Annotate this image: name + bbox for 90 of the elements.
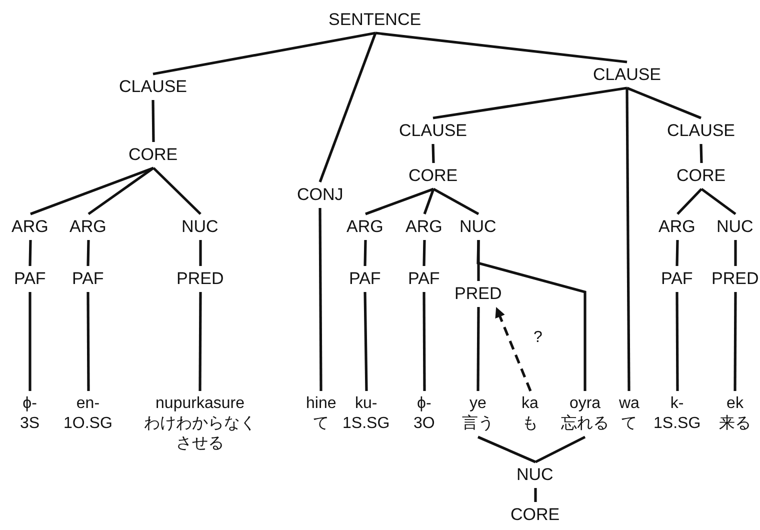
tree-branch [152, 100, 155, 142]
node-label: CORE [408, 166, 458, 186]
tree-branch [88, 166, 154, 216]
node-label: PAF [72, 269, 104, 289]
tree-branch [534, 488, 537, 502]
tree-branch [477, 436, 536, 464]
node-label: PAF [14, 269, 46, 289]
node-label: PAF [349, 269, 381, 289]
tree-branch [318, 32, 377, 182]
node-label: NUC [460, 217, 496, 237]
gloss-label: 3O [414, 414, 435, 434]
node-label: ka [522, 394, 538, 414]
node-label: PRED [712, 269, 759, 289]
node-label: CLAUSE [119, 77, 188, 97]
tree-branch [28, 240, 32, 266]
node-label: CORE [510, 505, 560, 525]
node-label: CORE [128, 145, 178, 165]
tree-branch [626, 86, 702, 120]
tree-branch [152, 32, 376, 76]
tree-branch [30, 166, 154, 216]
node-label: wa [619, 394, 640, 414]
tree-branch [676, 188, 702, 215]
node-label: ek [726, 394, 744, 414]
gloss-label: 3S [20, 414, 40, 434]
node-label: PAF [661, 269, 693, 289]
tree-branch [626, 88, 630, 391]
gloss-label: 忘れる [561, 414, 609, 434]
gloss-label: 1S.SG [342, 414, 390, 434]
tree-branch [375, 32, 628, 64]
arrow [495, 307, 532, 392]
node-label: SENTENCE [328, 10, 422, 30]
node-label: en- [75, 394, 101, 414]
tree-branch [676, 292, 679, 391]
node-label: ϕ- [416, 394, 432, 414]
tree-branch [28, 292, 32, 391]
tree-branch [198, 292, 202, 391]
node-label: ARG [70, 217, 106, 237]
tree-branch [477, 240, 480, 281]
node-label: k- [669, 394, 685, 414]
tree-branch [432, 86, 628, 120]
tree-branch [86, 240, 90, 266]
tree-branch [86, 292, 90, 391]
gloss-label: 1S.SG [654, 414, 701, 434]
tree-branch [318, 208, 322, 391]
node-label: hine [306, 394, 336, 414]
node-label: CLAUSE [399, 121, 468, 141]
node-label: nupurkasure [154, 394, 246, 414]
gloss-label: も [522, 414, 538, 434]
tree-branch [364, 240, 367, 266]
node-label: PAF [408, 269, 440, 289]
node-label: oyra [568, 394, 602, 414]
tree-branch [534, 436, 586, 464]
node-label: NUC [516, 465, 554, 485]
tree-branch [365, 188, 434, 216]
tree-branch [152, 167, 202, 215]
tree-branch [476, 307, 480, 391]
node-label: ARG [12, 217, 48, 237]
node-label: CORE [676, 166, 726, 186]
node-label: PRED [454, 284, 502, 304]
tree-branch [422, 240, 426, 266]
node-label: ARG [406, 217, 442, 237]
gloss-label: て [620, 414, 638, 434]
tree-branch [676, 240, 679, 266]
gloss-label: 言う [462, 414, 494, 434]
node-label: CONJ [297, 185, 344, 205]
node-label: CLAUSE [593, 65, 662, 85]
tree-branch [476, 240, 586, 391]
tree-branch [199, 240, 202, 266]
tree-branch [422, 292, 426, 391]
tree-branch [700, 188, 736, 216]
tree-branch [432, 144, 435, 164]
tree-branch [734, 292, 737, 391]
tree-branch [364, 292, 368, 392]
node-label: ku- [354, 394, 378, 414]
node-label: ARG [346, 217, 384, 237]
node-label: NUC [716, 217, 754, 237]
node-label: ϕ- [22, 394, 38, 414]
tree-branch [423, 188, 435, 214]
gloss-label: 来る [719, 414, 751, 434]
node-label: CLAUSE [667, 121, 736, 141]
gloss-label: わけわからなくさせる [143, 414, 257, 454]
gloss-label: 1O.SG [64, 414, 112, 434]
tree-branch [432, 188, 480, 216]
gloss-label: て [312, 414, 330, 434]
node-label: ye [468, 394, 488, 414]
tree-branch [700, 144, 703, 164]
node-label: ARG [658, 217, 696, 237]
tree-branch [734, 240, 737, 266]
node-label: NUC [182, 217, 218, 237]
node-label: PRED [176, 269, 224, 289]
